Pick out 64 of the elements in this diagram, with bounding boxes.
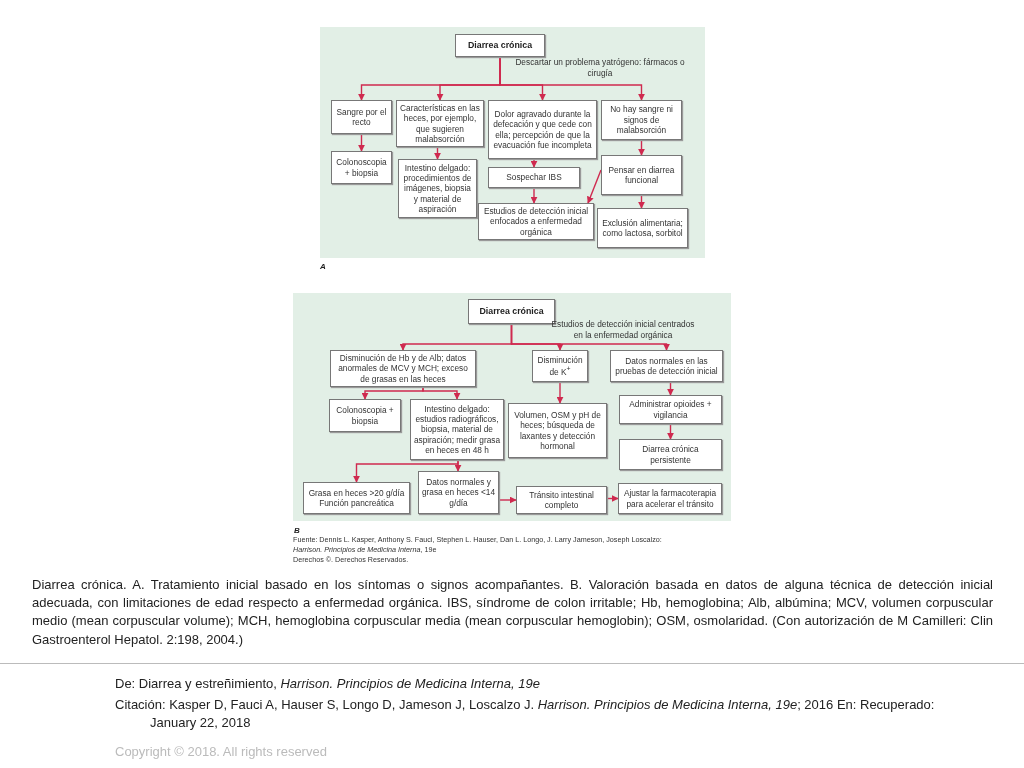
process-box: [331, 151, 392, 184]
process-box: [331, 100, 392, 134]
process-box: [516, 486, 607, 514]
arrow: [667, 423, 674, 440]
box-text: Diarrea crónica persistente: [641, 444, 700, 465]
arrow: [638, 139, 645, 156]
arrow: [499, 56, 645, 101]
process-box: [619, 395, 722, 424]
box-text: Tránsito intestinal completo: [528, 489, 595, 511]
box-text: Dolor agravado durante la defecación y que cede con ella; percepción de que la evacuación fue incompleta: [492, 108, 593, 151]
box-text: Estudios de detección inicial enfocados a enfermedad orgánica: [482, 205, 590, 238]
box-text: Pensar en diarrea funcional: [607, 164, 676, 186]
arrow: [510, 323, 670, 351]
caption-text: Diarrea crónica. A. Tratamiento inicial basado en los síntomas o signos acompañantes. B. Valoración basada en datos de alguna técnica de detección inicial adecuada, con limitaciones de edad respecto a enfermedad orgánica. IBS, síndrome de colon irritable; Hb, hemoglobina; Alb, albúmina; MCV, volumen corpuscular medio (mean corpuscular volume); MCH, hemoglobina corpuscular media (mean corpuscular hemoglobin); OSM, osmolaridad. (Con autorización de M Camilleri: Clin Gastroenterol Hepatol. 2:198, 2004.): [32, 576, 993, 649]
process-box: [455, 34, 545, 57]
arrow: [556, 381, 564, 404]
box-text: Datos normales y grasa en heces <14 g/día: [421, 476, 496, 509]
arrow: [587, 169, 602, 204]
box-text: Administrar opioides + vigilancia: [628, 399, 713, 420]
process-box: [488, 100, 597, 159]
panel-letter: B: [294, 526, 301, 537]
process-box: [329, 399, 401, 432]
citation-text: Citación: Kasper D, Fauci A, Hauser S, Longo D, Jameson J, Loscalzo J. Harrison. Principios de Medicina Interna, 19e; 2016 En: Recuperado: January 22, 2018: [115, 696, 936, 732]
arrow: [530, 158, 538, 168]
panel-letter: A: [320, 262, 327, 273]
arrow: [434, 146, 441, 160]
box-text: Exclusión alimentaria; como lactosa, sorbitol: [601, 217, 684, 239]
box-text: Colonoscopia + biopsia: [335, 157, 388, 178]
box-text: Grasa en heces >20 g/día: [308, 487, 405, 498]
arrow: [454, 459, 462, 472]
box-text: Características en las heces, por ejemplo, que sugieren malabsorción: [399, 102, 481, 145]
arrow: [638, 194, 645, 209]
arrow: [422, 386, 461, 400]
box-text: Función pancreática: [319, 498, 394, 509]
arrow: [667, 381, 674, 396]
box-text: Intestino delgado: procedimientos de imágenes, biopsia y material de aspiración: [402, 162, 473, 215]
arrow: [530, 187, 538, 204]
box-text: Sospechar IBS: [506, 172, 562, 183]
process-box: [597, 208, 688, 248]
arrow: [606, 495, 619, 502]
process-box: [488, 167, 580, 188]
box-text: Disminución de K$^{+}$: [536, 354, 584, 378]
process-box: [601, 155, 682, 195]
box-text: Ajustar la farmacoterapia para acelerar el tránsito: [622, 488, 718, 509]
arrow: [358, 133, 365, 152]
box-text: Diarrea crónica: [467, 40, 533, 51]
edge-note: Descartar un problema yatrógeno: fármacos o cirugía: [515, 57, 685, 79]
process-box: [303, 482, 410, 514]
box-text: Sangre por el recto: [335, 106, 388, 128]
arrow: [498, 496, 517, 504]
process-box: [619, 439, 722, 470]
box-text: Datos normales en las pruebas de detección inicial: [614, 355, 719, 377]
copyright-text: Copyright © 2018. All rights reserved: [115, 744, 328, 761]
process-box: [330, 350, 476, 387]
process-box: [508, 403, 607, 458]
box-text: Intestino delgado: estudios radiográficos, biopsia, material de aspiración; medir grasa en heces en 48 h: [413, 403, 501, 456]
process-box: [601, 100, 682, 140]
box-text: Colonoscopia + biopsia: [335, 405, 395, 426]
box-text: Diarrea crónica: [479, 306, 544, 317]
box-text: No hay sangre ni signos de malabsorción: [609, 104, 674, 136]
edge-note: Estudios de detección inicial centrados en la enfermedad orgánica: [550, 319, 696, 341]
source-line: De: Diarrea y estreñimiento, Harrison. Principios de Medicina Interna, 19e: [115, 676, 541, 693]
box-text: Volumen, OSM y pH de heces; búsqueda de laxantes y detección hormonal: [513, 409, 602, 452]
box-text: Disminución de Hb y de Alb; datos anormales de MCV y MCH; exceso de grasas en las heces: [337, 352, 469, 385]
